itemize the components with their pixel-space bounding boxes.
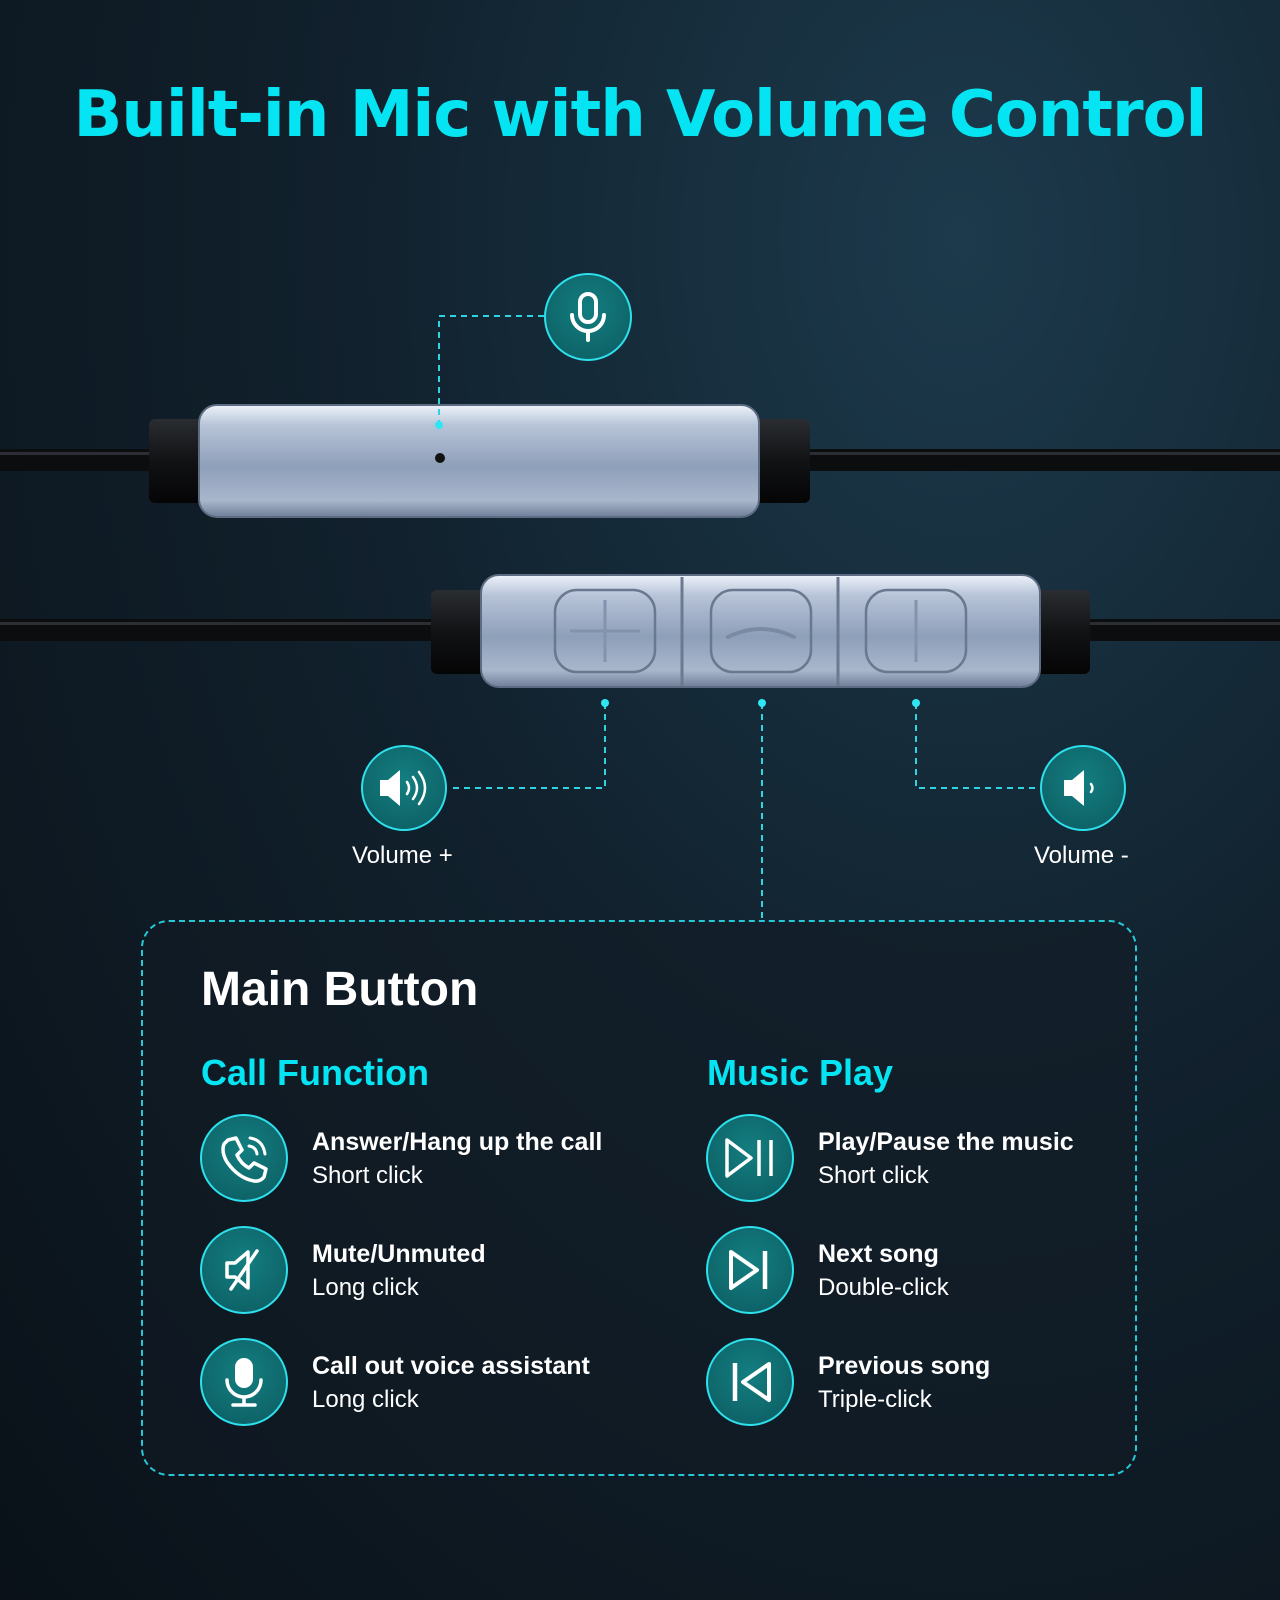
music-play-item-action: Short click bbox=[818, 1162, 929, 1189]
call-function-item-action: Long click bbox=[312, 1274, 419, 1301]
main-key bbox=[709, 588, 813, 674]
volume-up-leader-line bbox=[448, 703, 606, 789]
call-function-item: Mute/Unmuted Long click bbox=[200, 1226, 670, 1316]
play-pause-icon bbox=[725, 1138, 773, 1178]
mic-hole bbox=[435, 453, 445, 463]
volume-up-key bbox=[553, 588, 657, 674]
call-function-item-icon bbox=[200, 1226, 288, 1314]
music-play-item-icon bbox=[706, 1338, 794, 1426]
music-play-item-title: Play/Pause the music bbox=[818, 1128, 1074, 1156]
volume-down-key bbox=[864, 588, 968, 674]
music-play-item-action: Double-click bbox=[818, 1274, 949, 1301]
volume-down-callout bbox=[1040, 745, 1126, 831]
music-play-item: Next song Double-click bbox=[706, 1226, 1126, 1316]
call-function-item: Answer/Hang up the call Short click bbox=[200, 1114, 670, 1204]
music-play-item-action: Triple-click bbox=[818, 1386, 932, 1413]
music-play-item-icon bbox=[706, 1226, 794, 1314]
music-play-item-icon bbox=[706, 1114, 794, 1202]
call-function-heading: Call Function bbox=[201, 1052, 429, 1093]
call-function-item-title: Call out voice assistant bbox=[312, 1352, 590, 1380]
call-function-item-title: Mute/Unmuted bbox=[312, 1240, 486, 1268]
microphone-icon bbox=[225, 1358, 263, 1407]
call-function-item: Call out voice assistant Long click bbox=[200, 1338, 670, 1428]
call-function-item-icon bbox=[200, 1338, 288, 1426]
page-title: Built-in Mic with Volume Control bbox=[73, 78, 1208, 152]
music-play-item: Previous song Triple-click bbox=[706, 1338, 1126, 1428]
call-function-item-action: Long click bbox=[312, 1386, 419, 1413]
mic-housing bbox=[198, 404, 760, 518]
music-play-item: Play/Pause the music Short click bbox=[706, 1114, 1126, 1204]
mute-icon bbox=[225, 1249, 259, 1291]
next-track-icon bbox=[729, 1250, 768, 1290]
volume-down-leader-line bbox=[915, 703, 1040, 789]
mic-leader-line bbox=[438, 315, 544, 425]
volume-up-callout bbox=[361, 745, 447, 831]
volume-down-label: Volume - bbox=[1034, 842, 1129, 869]
microphone-callout bbox=[544, 273, 632, 361]
music-play-heading: Music Play bbox=[707, 1052, 894, 1093]
music-play-item-title: Previous song bbox=[818, 1352, 991, 1380]
music-play-item-title: Next song bbox=[818, 1240, 939, 1268]
microphone-icon bbox=[570, 292, 606, 342]
volume-up-label: Volume + bbox=[352, 842, 453, 869]
phone-ringing-icon bbox=[221, 1136, 268, 1183]
call-function-item-icon bbox=[200, 1114, 288, 1202]
speaker-quiet-icon bbox=[1064, 770, 1094, 806]
call-function-item-action: Short click bbox=[312, 1162, 423, 1189]
call-function-item-title: Answer/Hang up the call bbox=[312, 1128, 603, 1156]
previous-track-icon bbox=[732, 1362, 771, 1402]
main-button-panel bbox=[141, 920, 1137, 1476]
main-button-title: Main Button bbox=[201, 963, 479, 1016]
speaker-loud-icon bbox=[380, 770, 427, 806]
